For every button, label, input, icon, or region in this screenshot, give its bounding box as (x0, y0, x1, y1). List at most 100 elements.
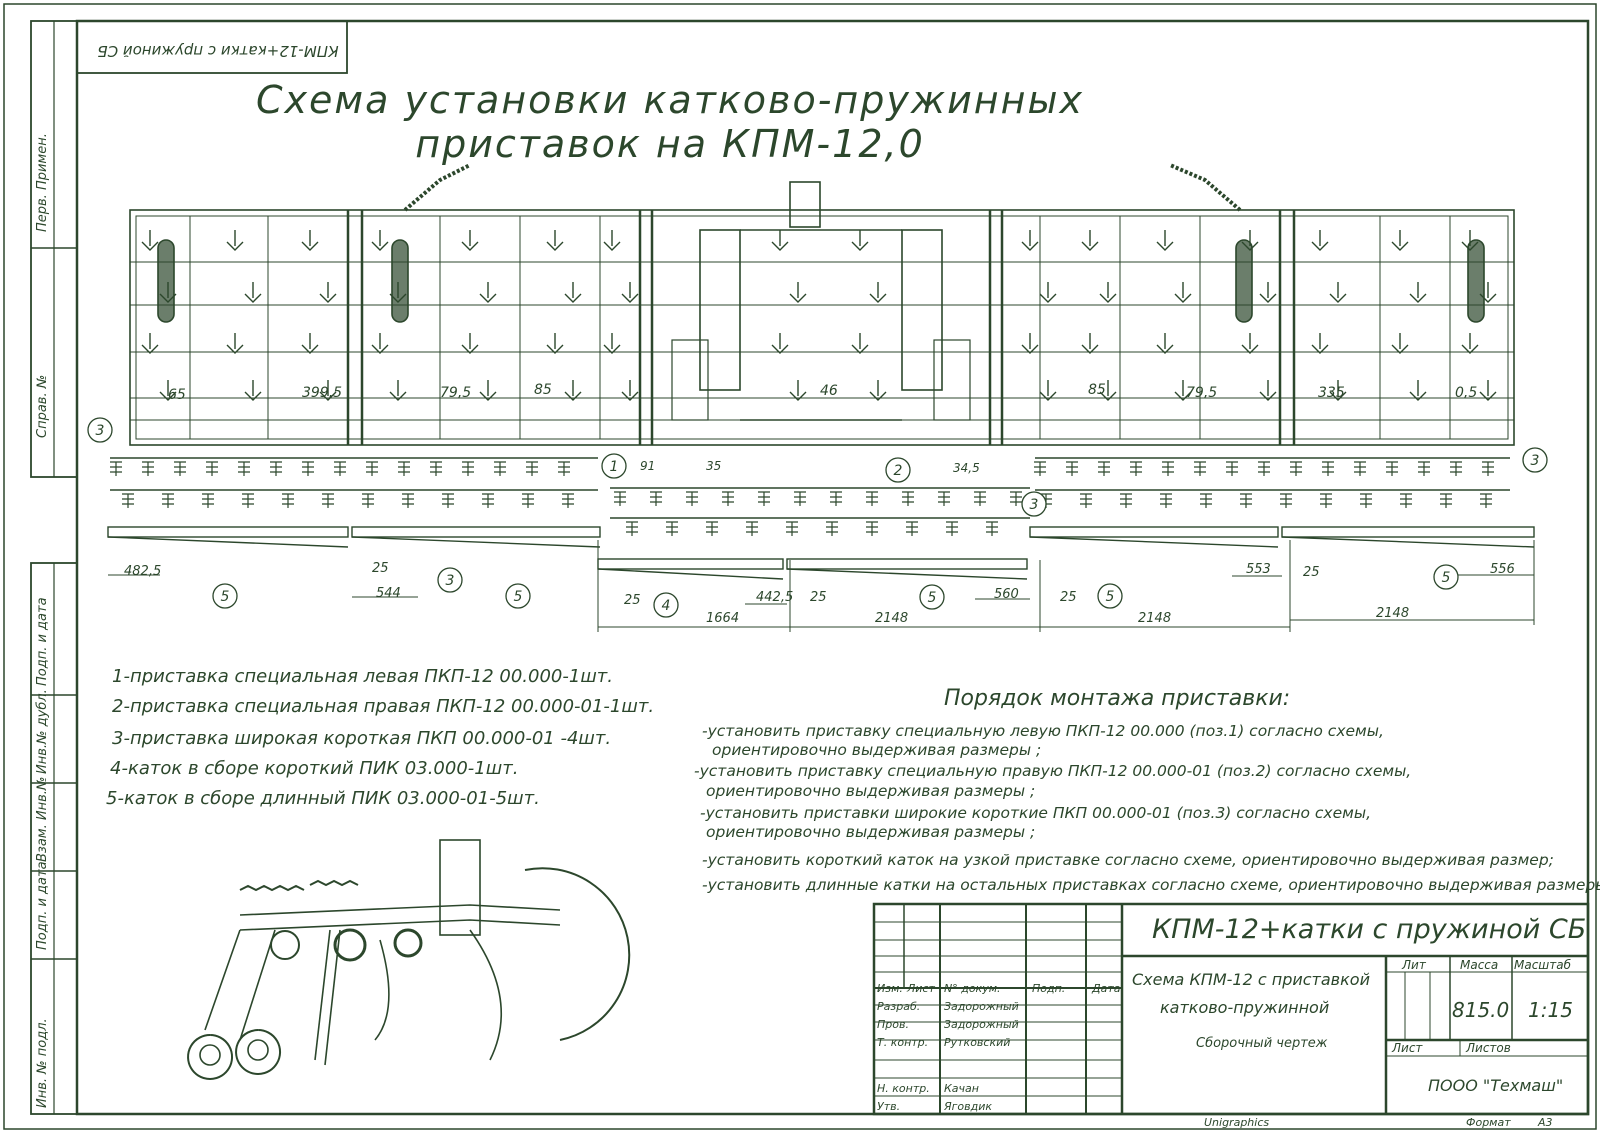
tb-organization: ПООО "Техмаш" (1428, 1076, 1564, 1095)
stamp-box (76, 20, 348, 74)
dimension-label: 65 (168, 387, 186, 403)
dimension-label: 25 (624, 593, 641, 608)
position-callout (885, 457, 911, 483)
tine-mark (1409, 380, 1427, 401)
dimension-label: 544 (376, 586, 401, 601)
position-callout (1097, 583, 1123, 609)
dimension-label: 442,5 (756, 590, 793, 605)
dimension-label: 79,5 (1186, 385, 1217, 401)
dimension-label: 35 (706, 459, 721, 473)
spring-units (110, 461, 1494, 536)
dimension-label: 25 (810, 590, 827, 605)
tb-signer: Задорожный (944, 1000, 1019, 1013)
tine-mark (1156, 333, 1174, 354)
spring-unit (1200, 493, 1212, 508)
tine-mark (603, 230, 621, 251)
tb-format-label: Формат (1466, 1116, 1511, 1129)
tb-signer: Рутковский (944, 1036, 1011, 1049)
spring-unit (1322, 461, 1334, 476)
spring-unit (746, 521, 758, 536)
dimension-label: 335 (1318, 385, 1345, 401)
dimension-label: 91 (640, 459, 655, 473)
tb-name-line1: Схема КПМ-12 с приставкой (1132, 970, 1370, 989)
tine-mark (621, 380, 639, 401)
tb-role: Н. контр. (877, 1082, 930, 1095)
spring-unit (946, 521, 958, 536)
tine-mark (1156, 230, 1174, 251)
spring-unit (162, 493, 174, 508)
spring-unit (522, 493, 534, 508)
spring-unit (202, 493, 214, 508)
tb-signer: Задорожный (944, 1018, 1019, 1031)
dimension-label: 2148 (1138, 611, 1171, 626)
position-callout (919, 584, 945, 610)
spring-unit (494, 461, 506, 476)
spring-unit (1400, 493, 1412, 508)
detail-view (187, 839, 631, 1080)
outer-frame (3, 3, 1597, 1130)
spring-unit (142, 461, 154, 476)
legend-item-4: 4-каток в сборе короткий ПИК 03.000-1шт. (110, 758, 519, 779)
spring-unit (1226, 461, 1238, 476)
spring-unit (794, 491, 806, 506)
dimension-label: 1664 (706, 611, 739, 626)
spring-unit (650, 491, 662, 506)
spring-unit (1240, 493, 1252, 508)
assembly-line: ориентировочно выдерживая размеры ; (712, 741, 1042, 759)
spring-unit (1098, 461, 1110, 476)
legend-item-3: 3-приставка широкая короткая ПКП 00.000-… (112, 728, 612, 749)
attachments (107, 457, 1535, 580)
tb-name-line2: катково-пружинной (1160, 998, 1330, 1017)
tine-mark (1039, 380, 1057, 401)
spring-unit (1354, 461, 1366, 476)
tine-mark (851, 230, 869, 251)
position-number: 5 (1442, 570, 1451, 586)
tine-mark (1174, 282, 1192, 303)
dimension-label: 85 (534, 382, 552, 398)
tine-mark (564, 282, 582, 303)
spring-unit (1010, 491, 1022, 506)
spring-unit (462, 461, 474, 476)
position-number: 3 (1531, 453, 1540, 469)
spring-unit (1120, 493, 1132, 508)
assembly-line: -установить приставку специальную левую … (702, 722, 1384, 740)
legend-item-5: 5-каток в сборе длинный ПИК 03.000-01-5ш… (106, 788, 540, 809)
position-number: 5 (221, 589, 230, 605)
tine-mark (1259, 380, 1277, 401)
spring-unit (366, 461, 378, 476)
side-sprav-no: Справ. № (35, 374, 50, 438)
position-callout (653, 592, 679, 618)
tb-signer: Яговдик (944, 1100, 993, 1113)
tine-mark (319, 380, 337, 401)
spring-unit (758, 491, 770, 506)
spring-unit (562, 493, 574, 508)
side-inv-podl: Инв. № подл. (35, 1018, 50, 1108)
tine-mark (546, 333, 564, 354)
dimension-label: 25 (1060, 590, 1077, 605)
side-perv-primen: Перв. Примен. (35, 133, 50, 232)
tines (141, 230, 1497, 401)
spring-unit (1418, 461, 1430, 476)
tb-list: Лист (1392, 1041, 1423, 1055)
dimension-label: 556 (1490, 562, 1515, 577)
dimension-label: 85 (1088, 382, 1106, 398)
tine-mark (1021, 333, 1039, 354)
tine-mark (226, 333, 244, 354)
position-number: 1 (610, 459, 619, 475)
spring-unit (614, 491, 626, 506)
spring-unit (686, 491, 698, 506)
tine-mark (789, 282, 807, 303)
tine-mark (564, 380, 582, 401)
title-block-grid (872, 902, 1590, 1116)
spring-unit (442, 493, 454, 508)
spring-unit (1440, 493, 1452, 508)
tine-mark (1099, 380, 1117, 401)
tine-mark (1311, 230, 1329, 251)
position-callout (1021, 491, 1047, 517)
spring-unit (334, 461, 346, 476)
tb-hdr-izm: Изм. (877, 982, 903, 995)
side-podp-data-1: Подп. и дата (35, 597, 50, 686)
tb-listov: Листов (1466, 1041, 1511, 1055)
machine-frame (129, 163, 1515, 446)
